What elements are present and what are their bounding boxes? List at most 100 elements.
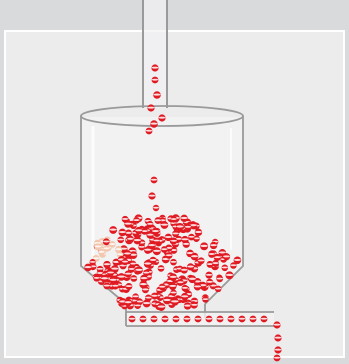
pile-bead bbox=[216, 276, 223, 283]
falling-bead bbox=[151, 64, 158, 71]
pile-bead bbox=[117, 237, 124, 244]
pile-bead bbox=[103, 245, 110, 252]
pile-bead bbox=[109, 226, 117, 234]
tube-bead bbox=[151, 316, 158, 323]
discharged-bead bbox=[274, 346, 281, 353]
pile-bead bbox=[210, 242, 217, 249]
pile-bead bbox=[107, 269, 114, 276]
pile-bead bbox=[206, 279, 213, 286]
pile-bead bbox=[109, 276, 117, 284]
pile-bead bbox=[188, 275, 196, 283]
pile-bead bbox=[151, 293, 158, 300]
pile-bead bbox=[157, 303, 165, 311]
falling-bead bbox=[153, 205, 159, 211]
falling-bead bbox=[147, 104, 154, 111]
pile-bead bbox=[169, 273, 177, 281]
falling-bead bbox=[151, 177, 158, 184]
pile-bead bbox=[103, 282, 110, 289]
pile-bead bbox=[147, 221, 154, 228]
falling-bead bbox=[152, 77, 159, 84]
tube-bead bbox=[173, 316, 180, 323]
pile-bead bbox=[133, 237, 141, 245]
tube-bead bbox=[217, 316, 224, 323]
tube-bead bbox=[206, 316, 213, 323]
pile-bead bbox=[144, 246, 151, 253]
pile-bead bbox=[234, 256, 242, 264]
pile-bead bbox=[223, 253, 230, 260]
pile-bead bbox=[180, 215, 187, 222]
pile-bead bbox=[166, 252, 173, 259]
tube-bead bbox=[140, 316, 147, 323]
tube-bead bbox=[129, 316, 136, 323]
tube-bead bbox=[261, 316, 268, 323]
pile-bead bbox=[133, 217, 140, 224]
pile-bead bbox=[171, 298, 179, 306]
pile-bead bbox=[202, 296, 208, 302]
pile-bead bbox=[181, 293, 189, 301]
pile-bead bbox=[188, 234, 195, 241]
pile-bead bbox=[200, 242, 208, 250]
pile-bead bbox=[153, 247, 161, 255]
tube-bead bbox=[228, 316, 235, 323]
pile-bead bbox=[191, 253, 199, 261]
pile-bead bbox=[109, 241, 116, 248]
falling-bead bbox=[158, 114, 165, 121]
pile-bead bbox=[172, 230, 179, 237]
pile-bead bbox=[124, 220, 131, 227]
pile-bead bbox=[134, 302, 141, 309]
pile-bead bbox=[93, 275, 100, 282]
falling-bead bbox=[153, 91, 161, 99]
pile-bead bbox=[187, 263, 194, 270]
pile-bead bbox=[115, 246, 122, 253]
pile-bead bbox=[161, 221, 169, 229]
pile-bead bbox=[119, 229, 127, 237]
pile-bead bbox=[181, 267, 188, 274]
pile-bead bbox=[101, 275, 109, 283]
pile-bead bbox=[135, 266, 143, 274]
falling-bead bbox=[148, 192, 155, 199]
tube-bead bbox=[239, 316, 246, 323]
pile-bead bbox=[103, 238, 110, 245]
pile-bead bbox=[155, 217, 162, 224]
pile-bead bbox=[185, 224, 192, 231]
pile-bead bbox=[159, 284, 166, 291]
discharged-bead bbox=[273, 321, 280, 328]
pile-bead bbox=[182, 285, 189, 292]
pile-bead bbox=[124, 299, 131, 306]
pile-bead bbox=[144, 260, 152, 268]
pile-bead bbox=[152, 228, 159, 235]
pile-bead bbox=[127, 236, 134, 243]
tube-bead bbox=[250, 316, 257, 323]
pile-bead bbox=[176, 223, 184, 231]
pile-bead bbox=[208, 251, 215, 258]
discharged-bead bbox=[274, 355, 281, 362]
pile-bead bbox=[124, 250, 131, 257]
pile-bead bbox=[171, 238, 178, 245]
discharged-bead bbox=[274, 334, 281, 341]
pile-bead bbox=[140, 275, 148, 283]
pile-bead bbox=[225, 271, 233, 279]
pile-bead bbox=[135, 227, 142, 234]
falling-bead bbox=[146, 128, 153, 135]
pile-bead bbox=[84, 264, 92, 272]
pile-bead bbox=[125, 270, 132, 277]
pile-bead bbox=[195, 229, 202, 236]
falling-bead bbox=[150, 120, 158, 128]
pile-bead bbox=[170, 290, 176, 296]
tube-bead bbox=[162, 316, 169, 323]
pile-bead bbox=[125, 283, 132, 290]
pile-bead bbox=[215, 286, 222, 293]
pile-bead bbox=[222, 265, 229, 272]
pile-bead bbox=[122, 259, 128, 265]
pile-bead bbox=[171, 216, 177, 222]
pile-bead bbox=[184, 302, 191, 309]
pile-bead bbox=[130, 275, 137, 282]
pile-bead bbox=[103, 261, 110, 268]
pile-bead bbox=[161, 246, 168, 253]
tube-bead bbox=[195, 316, 202, 323]
pile-bead bbox=[170, 259, 177, 266]
pile-bead bbox=[153, 238, 160, 245]
pile-bead bbox=[212, 260, 219, 267]
tube-bead bbox=[184, 316, 191, 323]
pile-bead bbox=[143, 300, 151, 308]
